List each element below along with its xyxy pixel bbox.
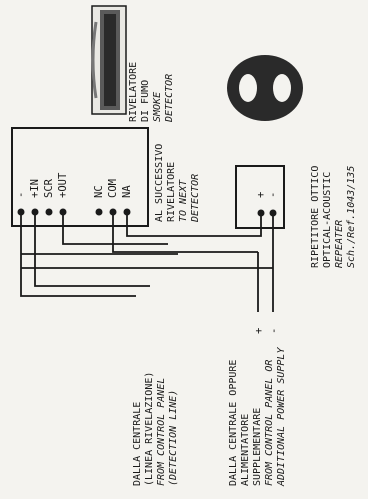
- detector-label-it-1: RIVELATORE: [128, 62, 139, 122]
- supply-minus-mark: -: [268, 328, 280, 334]
- detector-label-it-2: DI FUMO: [140, 80, 151, 122]
- next-detector-line1: AL SUCCESSIVO: [154, 144, 165, 222]
- detector-terminal-box: [11, 127, 149, 227]
- repeater-terminal-box: [235, 165, 285, 229]
- terminal-scr-label: SCR: [43, 178, 55, 198]
- power-supply-line5: ADDITIONAL POWER SUPPLY: [276, 347, 287, 487]
- control-panel-line1: DALLA CENTRALE: [132, 402, 143, 486]
- power-supply-line3: SUPPLEMENTARE: [252, 408, 263, 486]
- detector-label-en-2: DETECTOR: [164, 74, 175, 123]
- supply-plus-mark: +: [253, 328, 265, 334]
- repeater-minus-label: -: [267, 192, 279, 198]
- power-supply-line2: ALIMENTATORE: [240, 414, 251, 486]
- next-detector-line2: RIVELATORE: [166, 162, 177, 222]
- repeater-line2: OPTICAL-ACOUSTIC: [322, 172, 333, 268]
- repeater-plus-label: +: [255, 192, 267, 198]
- repeater-illustration: [227, 55, 303, 121]
- detector-terminal-screws: [17, 208, 131, 216]
- power-supply-line1: DALLA CENTRALE OPPURE: [228, 360, 239, 486]
- next-detector-line3: TO NEXT: [178, 179, 189, 222]
- repeater-line1: RIPETITORE OTTICO: [310, 166, 321, 268]
- terminal-plus-in-label: +IN: [29, 179, 41, 198]
- repeater-line3: REPEATER: [334, 220, 345, 268]
- repeater-line4: Sch./Ref.1043/135: [346, 166, 357, 268]
- smoke-detector-illustration: [91, 5, 127, 115]
- next-detector-line4: DETECTOR: [190, 174, 201, 223]
- terminal-na-label: NA: [121, 185, 133, 198]
- terminal-plus-out-label: +OUT: [57, 172, 69, 198]
- detector-label-en-1: SMOKE: [152, 92, 163, 122]
- control-panel-line3: FROM CONTROL PANEL: [156, 378, 167, 486]
- terminal-minus-label: -: [15, 192, 27, 198]
- control-panel-line4: (DETECTION LINE): [168, 390, 179, 486]
- control-panel-line2: (LINEA RIVELAZIONE): [144, 372, 155, 486]
- wires: [20, 212, 274, 312]
- terminal-nc-label: NC: [93, 185, 105, 198]
- power-supply-line4: FROM CONTROL PANEL OR: [264, 360, 275, 486]
- terminal-com-label: COM: [107, 179, 119, 198]
